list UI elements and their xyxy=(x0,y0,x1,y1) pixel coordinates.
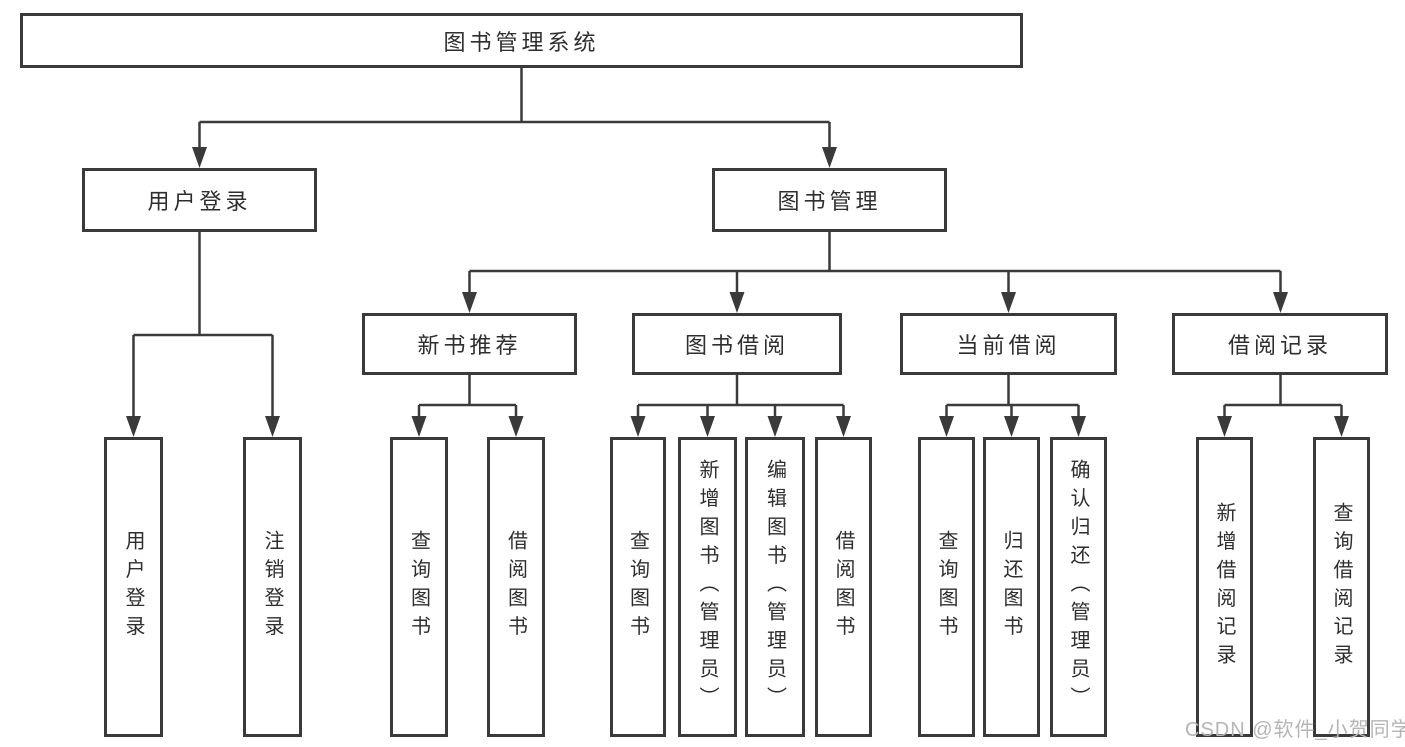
node-label: 用户登录 xyxy=(147,189,252,214)
node-root-book-management-system: 图书管理系统 xyxy=(20,13,1023,68)
node-label: 图书借阅 xyxy=(684,333,789,358)
leaf-return-books: 归还图书 xyxy=(983,437,1040,737)
node-label: 新增借阅记录 xyxy=(1213,501,1235,673)
node-label: 借阅图书 xyxy=(832,530,854,644)
node-label: 当前借阅 xyxy=(956,333,1061,358)
node-label: 查询图书 xyxy=(626,530,649,644)
node-book-management: 图书管理 xyxy=(712,168,947,232)
node-book-borrowing: 图书借阅 xyxy=(632,313,842,375)
leaf-query-borrow-record: 查询借阅记录 xyxy=(1313,437,1370,737)
node-label: 编辑图书（管理员） xyxy=(763,459,786,715)
leaf-borrow-books-1: 借阅图书 xyxy=(487,437,545,737)
node-label: 借阅记录 xyxy=(1227,333,1332,358)
node-new-book-recommend: 新书推荐 xyxy=(362,313,577,375)
leaf-add-books-admin: 新增图书（管理员） xyxy=(678,437,737,737)
leaf-add-borrow-record: 新增借阅记录 xyxy=(1196,437,1253,737)
node-label: 新书推荐 xyxy=(417,333,522,358)
leaf-query-books-2: 查询图书 xyxy=(610,437,666,737)
node-label: 图书管理 xyxy=(777,189,882,214)
leaf-logout: 注销登录 xyxy=(243,437,302,737)
node-label: 注销登录 xyxy=(261,530,283,644)
node-label: 确认归还（管理员） xyxy=(1067,459,1089,715)
node-user-login: 用户登录 xyxy=(82,168,317,232)
node-label: 查询图书 xyxy=(935,530,957,644)
leaf-query-books-3: 查询图书 xyxy=(918,437,975,737)
node-borrowing-records: 借阅记录 xyxy=(1172,313,1388,375)
leaf-user-login: 用户登录 xyxy=(104,437,163,737)
node-label: 查询图书 xyxy=(407,530,430,644)
node-label: 新增图书（管理员） xyxy=(696,459,718,715)
leaf-query-books-1: 查询图书 xyxy=(390,437,448,737)
node-label: 借阅图书 xyxy=(504,530,527,644)
node-label: 查询借阅记录 xyxy=(1330,501,1352,673)
node-label: 归还图书 xyxy=(1000,530,1022,644)
leaf-confirm-return-admin: 确认归还（管理员） xyxy=(1050,437,1107,737)
leaf-borrow-books-2: 借阅图书 xyxy=(815,437,872,737)
csdn-watermark: CSDN @软件_小贺同学 xyxy=(1185,719,1405,741)
node-label: 图书管理系统 xyxy=(443,29,600,55)
node-label: 用户登录 xyxy=(122,530,144,644)
leaf-edit-books-admin: 编辑图书（管理员） xyxy=(745,437,805,737)
node-current-borrowing: 当前借阅 xyxy=(900,313,1117,375)
